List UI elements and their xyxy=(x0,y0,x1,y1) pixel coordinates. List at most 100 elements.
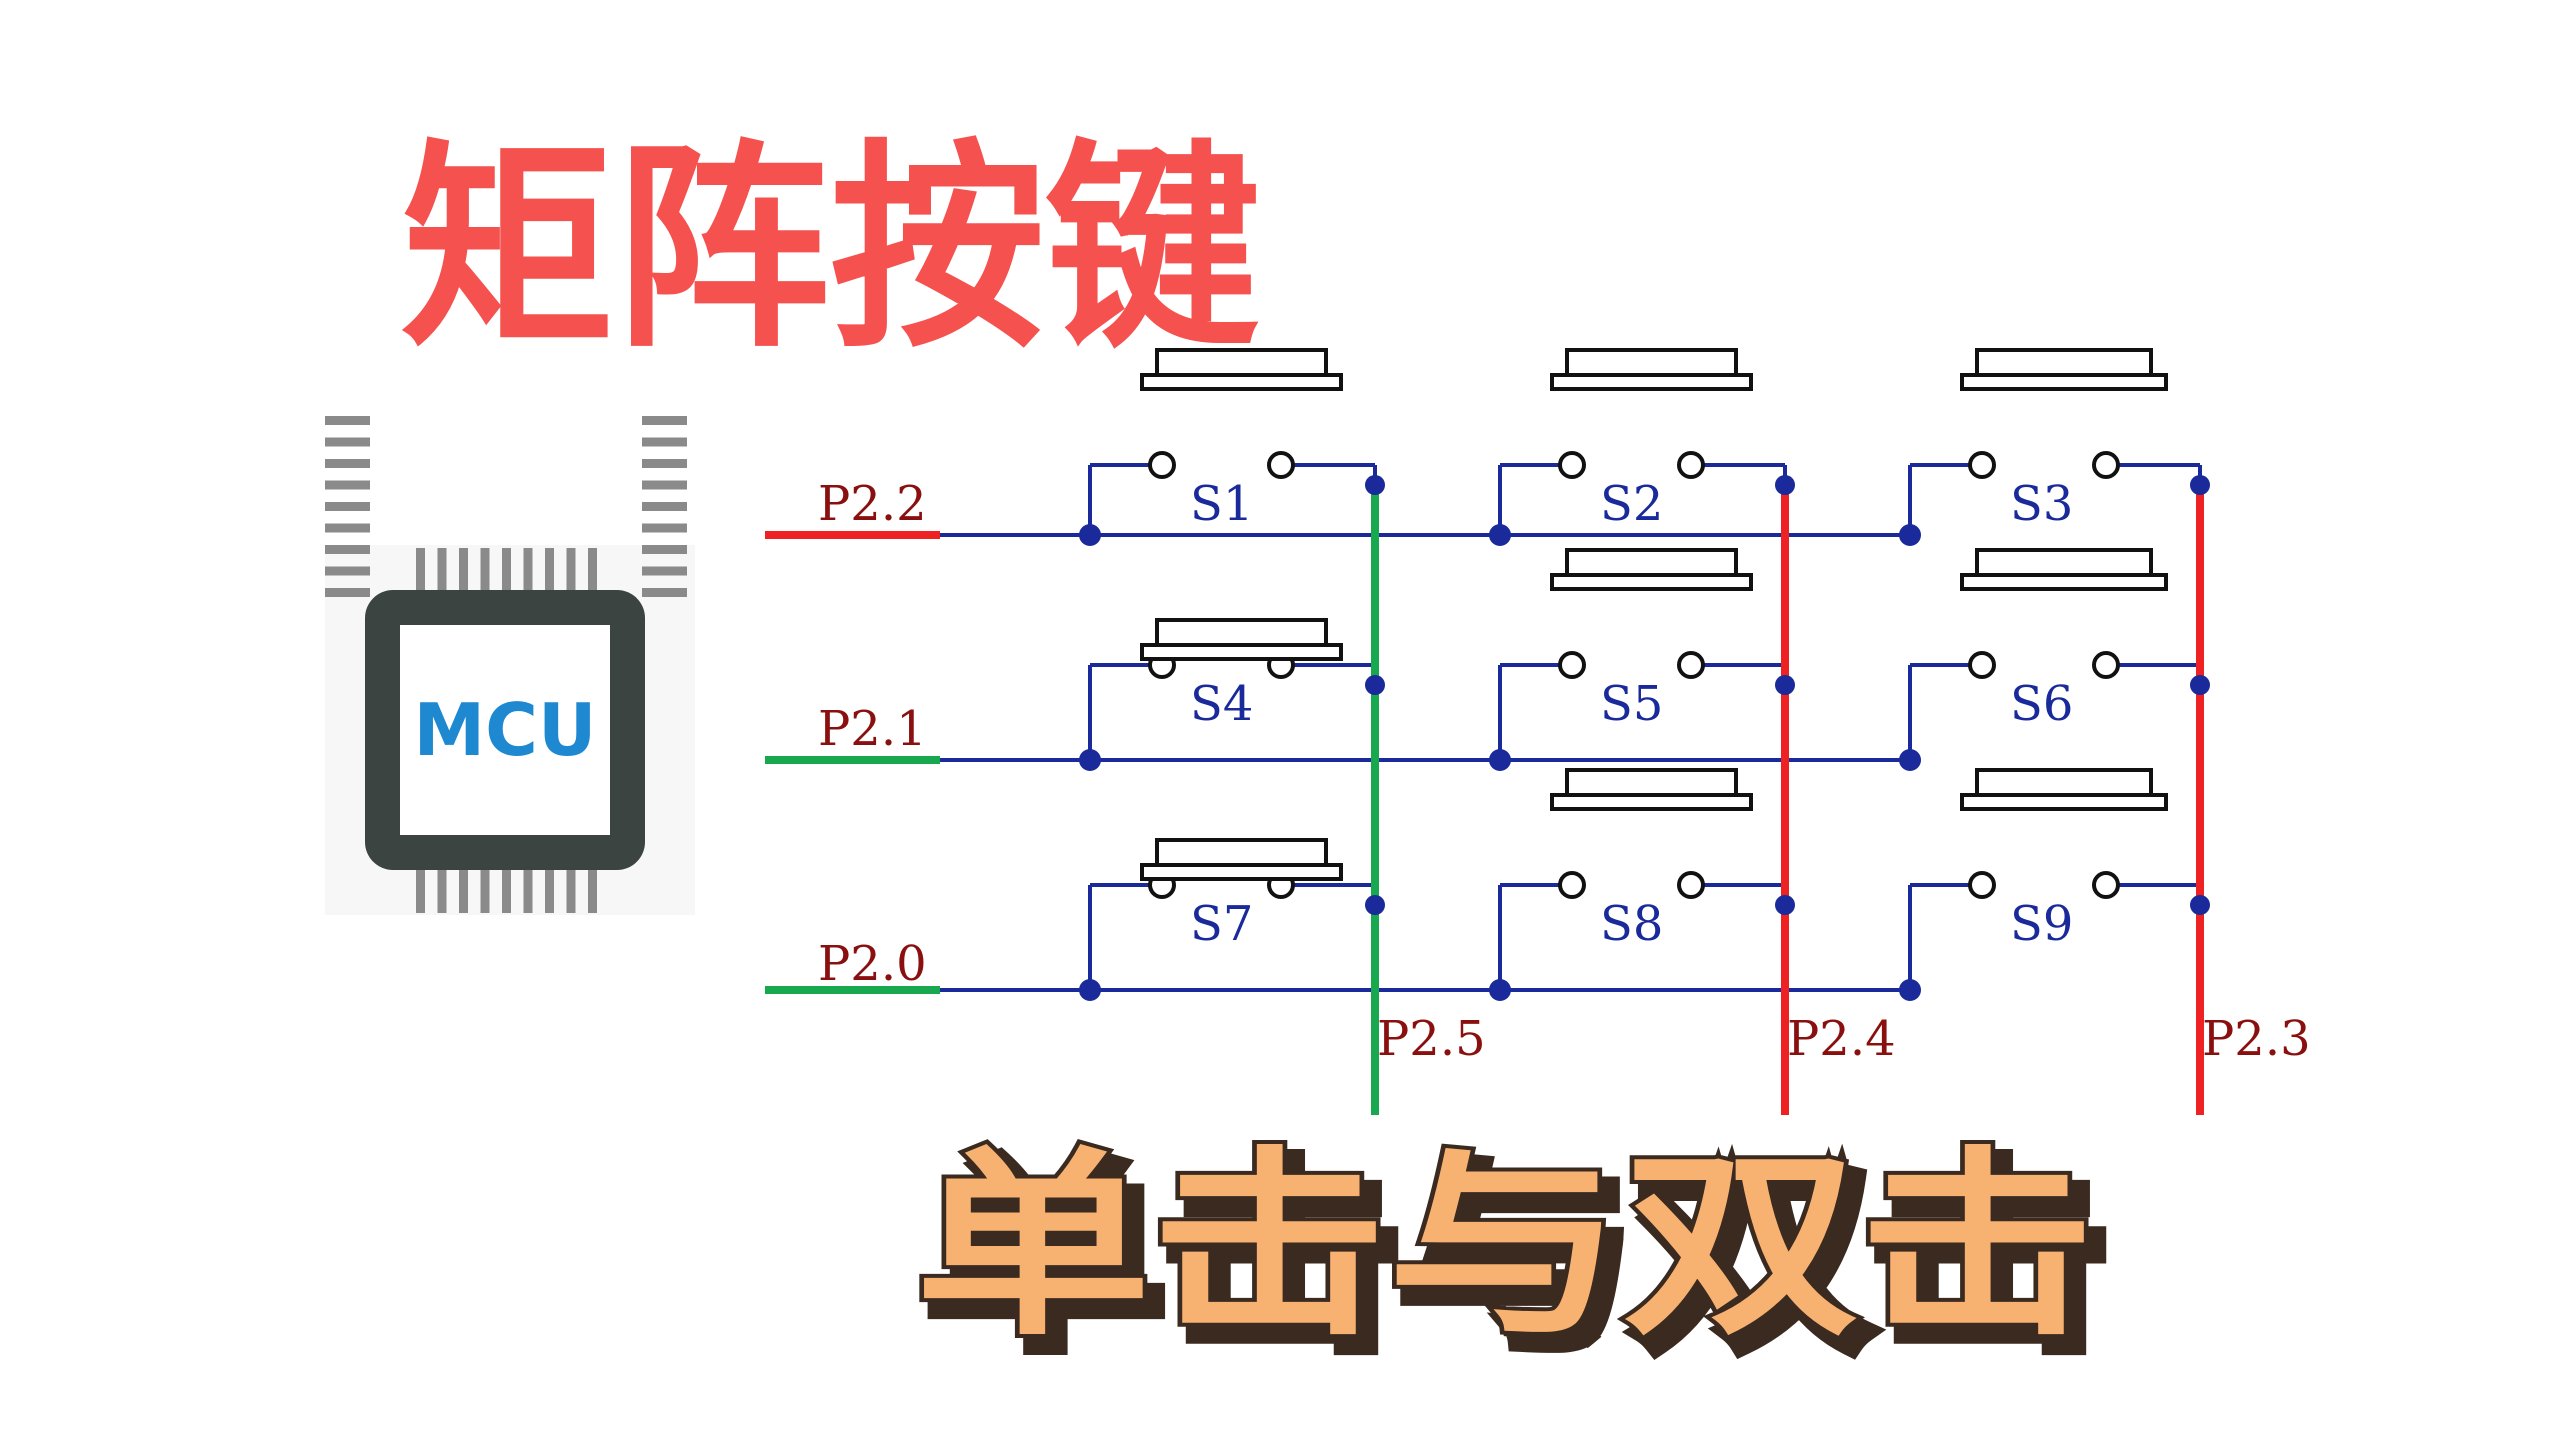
switch-cap xyxy=(1565,768,1738,797)
switch-label: S3 xyxy=(2010,476,2073,532)
switch-label: S1 xyxy=(1190,476,1253,532)
row-label: P2.2 xyxy=(818,476,927,532)
switch-s1: S1 xyxy=(1079,348,1377,546)
switch-s9: S9 xyxy=(1899,768,2202,1001)
switch-s7: S7 xyxy=(1079,838,1377,1001)
switch-label: S9 xyxy=(2010,896,2073,952)
chip-pin xyxy=(642,588,687,597)
column-junction xyxy=(2190,675,2210,695)
title-bottom: 单击与双击 xyxy=(915,1130,2095,1363)
switch-cap xyxy=(1155,838,1328,867)
switch-contact xyxy=(1558,451,1586,479)
row-line-P2-0: P2.0 xyxy=(765,936,1910,994)
chip-pin xyxy=(642,480,687,490)
switch-bar xyxy=(1960,793,2168,811)
chip-pin xyxy=(545,868,554,913)
title-bottom-shadow: 单击与双击 xyxy=(928,1143,2108,1376)
switch-contact xyxy=(2092,871,2120,899)
chip-pin xyxy=(325,523,370,533)
chip-pin xyxy=(437,548,447,593)
switch-cap xyxy=(1975,348,2153,377)
switch-contact xyxy=(1968,651,1996,679)
switch-contact xyxy=(1677,871,1705,899)
chip-pin xyxy=(325,545,370,554)
chip-pin xyxy=(523,548,533,593)
chip-pin xyxy=(502,548,511,593)
switch-label: S5 xyxy=(1600,676,1663,732)
switch-contact xyxy=(1677,651,1705,679)
switch-cap xyxy=(1565,348,1738,377)
switch-contact xyxy=(1968,451,1996,479)
switch-label: S8 xyxy=(1600,896,1663,952)
switch-contact xyxy=(1148,451,1176,479)
column-label: P2.3 xyxy=(2202,1011,2311,1067)
column-line-P2-5: P2.5 xyxy=(1365,475,1486,1115)
chip-pin xyxy=(588,548,597,593)
switch-bar xyxy=(1960,573,2168,591)
column-junction xyxy=(1775,895,1795,915)
switch-label: S6 xyxy=(2010,676,2073,732)
chip-pin xyxy=(325,437,370,447)
switch-contact xyxy=(1558,871,1586,899)
switch-bar xyxy=(1550,573,1753,591)
switch-s6: S6 xyxy=(1899,548,2202,771)
switch-label: S4 xyxy=(1190,676,1253,732)
chip-pin xyxy=(523,868,533,913)
chip-pin xyxy=(566,868,576,913)
chip-pin xyxy=(416,868,425,913)
switch-cap xyxy=(1155,618,1328,647)
chip-pin xyxy=(588,868,597,913)
column-label: P2.5 xyxy=(1377,1011,1486,1067)
switch-contact xyxy=(1558,651,1586,679)
switch-s2: S2 xyxy=(1489,348,1787,546)
chip-pin xyxy=(325,416,370,425)
chip-pin xyxy=(642,566,687,576)
chip-pin xyxy=(642,416,687,425)
mcu-label: MCU xyxy=(414,688,597,772)
chip-pin xyxy=(325,480,370,490)
chip-pin xyxy=(437,868,447,913)
chip-pin xyxy=(325,502,370,511)
chip-pin xyxy=(325,459,370,468)
chip-pin xyxy=(480,548,490,593)
switch-bar xyxy=(1140,863,1343,881)
switch-bar xyxy=(1550,793,1753,811)
switch-cap xyxy=(1155,348,1328,377)
switch-s8: S8 xyxy=(1489,768,1787,1001)
column-junction xyxy=(2190,895,2210,915)
chip-pin xyxy=(566,548,576,593)
chip-pin xyxy=(459,548,468,593)
chip-pin xyxy=(459,868,468,913)
chip-pin xyxy=(325,588,370,597)
switch-s3: S3 xyxy=(1899,348,2202,546)
switch-contact xyxy=(2092,451,2120,479)
chip-pin xyxy=(642,437,687,447)
switch-label: S2 xyxy=(1600,476,1663,532)
column-junction xyxy=(1365,675,1385,695)
switch-contact xyxy=(1968,871,1996,899)
row-line-P2-1: P2.1 xyxy=(765,701,1910,764)
title-top: 矩阵按键 xyxy=(400,121,1260,377)
chip-pin xyxy=(545,548,554,593)
chip-pin xyxy=(416,548,425,593)
column-line-P2-3: P2.3 xyxy=(2190,475,2311,1115)
column-junction xyxy=(1775,675,1795,695)
column-junction xyxy=(2190,475,2210,495)
switch-cap xyxy=(1975,548,2153,577)
mcu-chip-icon: MCU xyxy=(325,416,695,915)
switch-s4: S4 xyxy=(1079,618,1377,771)
switch-contact xyxy=(1267,451,1295,479)
chip-pin xyxy=(502,868,511,913)
chip-pins xyxy=(325,416,687,913)
chip-pin xyxy=(642,502,687,511)
switch-bar xyxy=(1140,643,1343,661)
switch-contact xyxy=(1677,451,1705,479)
row-label: P2.0 xyxy=(818,936,927,992)
switch-bar xyxy=(1960,373,2168,391)
column-junction xyxy=(1365,895,1385,915)
switch-label: S7 xyxy=(1190,896,1253,952)
chip-pin xyxy=(642,545,687,554)
switch-cap xyxy=(1975,768,2153,797)
chip-pin xyxy=(325,566,370,576)
